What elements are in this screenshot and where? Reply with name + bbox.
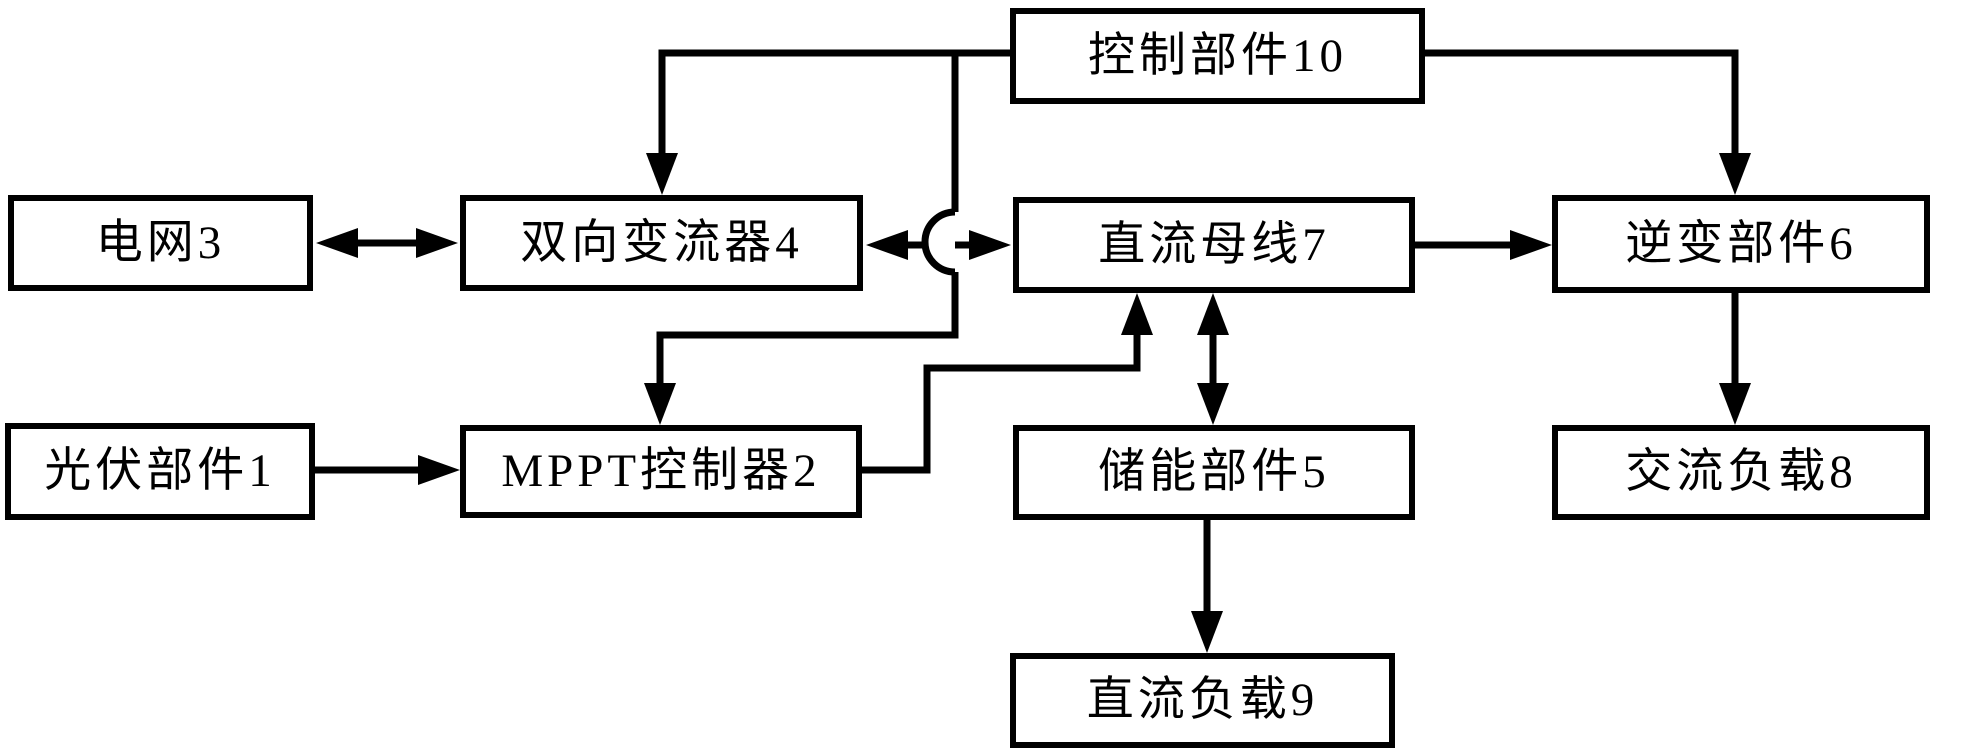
edge-mppt-to-bus [862,293,1153,474]
node-dc-bus-7: 直流母线7 [1013,197,1415,293]
node-label-mppt-controller-2: MPPT控制器2 [501,445,821,497]
node-mppt-controller-2: MPPT控制器2 [460,425,862,518]
node-label-grid-3: 电网3 [95,216,226,269]
node-label-dc-load-9: 直流负载9 [1086,674,1319,726]
node-label-ac-load-8: 交流负载8 [1625,446,1857,498]
edge-control-to-mppt [644,50,959,425]
node-dc-load-9: 直流负载9 [1010,653,1395,748]
node-ac-load-8: 交流负载8 [1552,425,1930,520]
edge-storage-to-dcload [1191,520,1223,653]
edge-bus-to-inverter [1415,230,1552,260]
node-label-photovoltaic-component-1: 光伏部件1 [44,445,276,497]
edge-control-to-inverter [1425,49,1751,195]
node-label-inverter-component-6: 逆变部件6 [1625,217,1857,270]
node-control-component-10: 控制部件10 [1010,8,1425,104]
edge-inverter-to-acload [1719,293,1751,425]
node-grid-3: 电网3 [8,195,313,291]
node-label-control-component-10: 控制部件10 [1088,29,1347,82]
edge-bus-storage-bidirectional [1197,293,1229,425]
node-inverter-component-6: 逆变部件6 [1552,195,1930,293]
node-label-energy-storage-component-5: 储能部件5 [1098,446,1330,498]
edge-pv-to-mppt [315,455,460,485]
node-label-dc-bus-7: 直流母线7 [1098,218,1330,271]
edge-control-to-converter [646,49,1013,195]
node-energy-storage-component-5: 储能部件5 [1013,425,1415,520]
edge-grid-converter-bidirectional [316,228,458,258]
node-bidirectional-converter-4: 双向变流器4 [460,195,863,291]
node-photovoltaic-component-1: 光伏部件1 [5,423,315,520]
node-label-bidirectional-converter-4: 双向变流器4 [520,216,803,269]
